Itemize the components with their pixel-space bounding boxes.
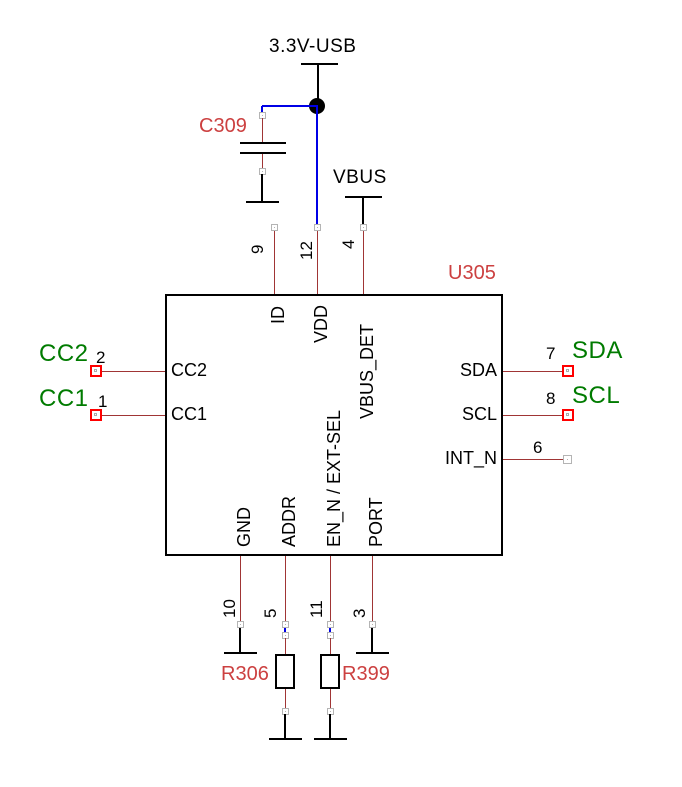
wire-3v3-to-vdd xyxy=(316,107,318,224)
gnd-bar-pin10 xyxy=(224,652,257,654)
resistor-refdes-r306: R306 xyxy=(221,663,269,685)
r399-pin-top xyxy=(330,638,331,655)
wire-enn-to-r399 xyxy=(329,627,331,635)
net-label-sda: SDA xyxy=(572,337,623,364)
pin-number-12: 12 xyxy=(297,241,316,260)
pin-wire-sda xyxy=(503,371,563,372)
pin-name-gnd: GND xyxy=(234,507,254,547)
net-label-cc1: CC1 xyxy=(39,385,89,412)
pin-name-vdd: VDD xyxy=(311,304,331,343)
pin-number-1: 1 xyxy=(98,392,108,411)
pin-name-intn: INT_N xyxy=(444,448,497,468)
gnd-stem-pin10 xyxy=(239,628,241,653)
gnd-stem-r306 xyxy=(284,714,286,739)
pad-pin5 xyxy=(282,621,289,628)
ic-body-u305 xyxy=(165,294,503,556)
pin-number-6: 6 xyxy=(533,438,543,457)
gnd-stem-pin3 xyxy=(371,628,373,653)
pad-pin4 xyxy=(360,224,367,231)
pin-wire-vbusdet xyxy=(363,231,364,294)
pin-name-cc1: CC1 xyxy=(171,404,208,424)
pad-pin10 xyxy=(237,621,244,628)
pad-pin6-unconnected xyxy=(563,455,572,464)
gnd-bar-r399 xyxy=(314,738,347,740)
pin-name-sda: SDA xyxy=(459,360,497,380)
pin-number-10: 10 xyxy=(220,599,239,618)
cap-gnd-stem xyxy=(261,174,263,202)
power-stem-3v3usb xyxy=(317,65,319,106)
pin-wire-cc2 xyxy=(102,371,165,372)
power-stem-vbus xyxy=(362,198,364,224)
pad-pin9 xyxy=(271,224,278,231)
pin-number-3: 3 xyxy=(350,608,369,618)
pin-wire-port xyxy=(372,556,373,621)
cap-pin-bottom xyxy=(262,154,263,170)
pin-wire-addr xyxy=(285,556,286,621)
r306-pin-top xyxy=(285,638,286,655)
pin-name-vbusdet: VBUS_DET xyxy=(357,323,377,419)
pin-number-5: 5 xyxy=(261,608,280,618)
pin-number-8: 8 xyxy=(546,389,556,408)
pin-wire-cc1 xyxy=(102,415,165,416)
pad-pin12 xyxy=(314,224,321,231)
pin-wire-ennextsel xyxy=(330,556,331,621)
pin-wire-id xyxy=(274,231,275,294)
pin-wire-gnd xyxy=(240,556,241,621)
gnd-stem-r399 xyxy=(329,714,331,739)
power-bar-3v3usb xyxy=(301,63,338,65)
cap-pin-top xyxy=(262,118,263,143)
resistor-body-r306 xyxy=(275,654,295,689)
ic-refdes: U305 xyxy=(448,262,496,284)
cap-plate-bottom xyxy=(240,152,286,154)
r306-pin-bottom xyxy=(285,689,286,708)
pin-name-cc2: CC2 xyxy=(171,360,208,380)
power-bar-vbus xyxy=(345,196,382,198)
pin-number-11: 11 xyxy=(307,600,326,618)
pin-number-2: 2 xyxy=(96,348,106,367)
pad-pin1 xyxy=(90,409,102,421)
pin-wire-vdd xyxy=(317,231,318,294)
pad-pin11 xyxy=(327,621,334,628)
wire-3v3-to-cap-h xyxy=(262,105,318,107)
gnd-bar-r306 xyxy=(269,738,302,740)
power-net-label-vbus: VBUS xyxy=(333,167,387,188)
pad-pin7 xyxy=(562,365,574,377)
pin-number-4: 4 xyxy=(339,239,358,249)
cap-plate-top xyxy=(240,142,286,144)
resistor-body-r399 xyxy=(320,654,340,689)
pin-number-9: 9 xyxy=(248,244,267,254)
pin-name-ennextsel: EN_N / EXT-SEL xyxy=(324,409,344,547)
net-label-scl: SCL xyxy=(572,382,621,409)
power-net-label-3v3usb: 3.3V-USB xyxy=(269,36,357,57)
capacitor-refdes: C309 xyxy=(199,115,247,137)
net-label-cc2: CC2 xyxy=(39,340,89,367)
pad-pin2 xyxy=(90,365,102,377)
pin-wire-scl xyxy=(503,415,563,416)
r399-pin-bottom xyxy=(330,689,331,708)
pin-name-scl: SCL xyxy=(461,404,497,424)
pin-number-7: 7 xyxy=(546,344,556,363)
cap-gnd-bar xyxy=(246,201,279,203)
pad-pin8 xyxy=(562,409,574,421)
pin-name-port: PORT xyxy=(366,497,386,547)
wire-addr-to-r306 xyxy=(284,627,286,635)
pin-name-id: ID xyxy=(268,306,288,324)
pad-pin3 xyxy=(369,621,376,628)
gnd-bar-pin3 xyxy=(356,652,389,654)
pin-wire-intn xyxy=(503,459,563,460)
resistor-refdes-r399: R399 xyxy=(342,663,390,685)
pin-name-addr: ADDR xyxy=(279,495,299,547)
wire-3v3-to-cap-v xyxy=(261,106,263,113)
